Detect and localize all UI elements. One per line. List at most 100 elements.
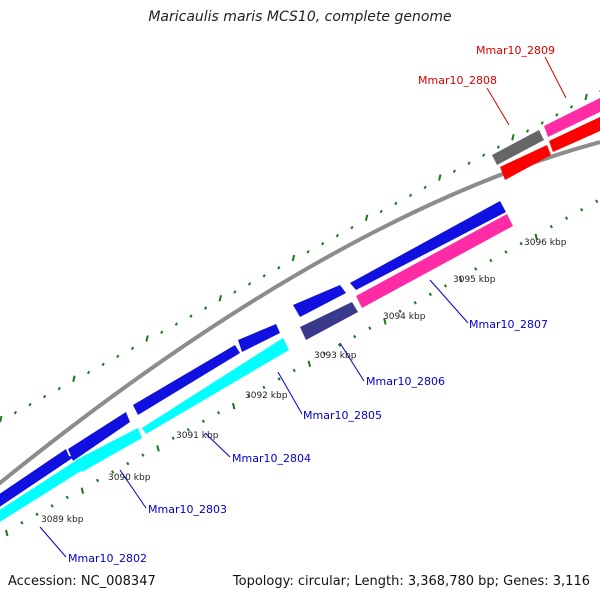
scale-tick	[216, 411, 221, 415]
outer-tick	[72, 375, 76, 382]
outer-tick	[540, 121, 544, 125]
cds-arrow-red-1[interactable]	[500, 145, 551, 180]
cds-arrow-red-2[interactable]	[549, 117, 600, 152]
gene-label-2809[interactable]: Mmar10_2809	[476, 44, 555, 57]
gene-label-2804[interactable]: Mmar10_2804	[232, 452, 311, 465]
cds-arrow-blue-3[interactable]	[133, 345, 240, 415]
scale-tick	[458, 275, 463, 283]
leader-2805	[277, 371, 303, 415]
scale-label-3092: 3092 kbp	[245, 391, 288, 401]
scale-tick	[186, 427, 190, 432]
gene-label-2805[interactable]: Mmar10_2805	[303, 409, 382, 422]
gene-label-2803[interactable]: Mmar10_2803	[148, 503, 227, 516]
outer-tick	[438, 174, 442, 181]
feature-track	[0, 98, 600, 525]
cds-arrow-blue-2[interactable]	[68, 412, 130, 461]
scale-tick	[443, 284, 448, 288]
scale-tick	[383, 318, 387, 325]
leader-2806	[339, 342, 365, 382]
scale-label-3094: 3094 kbp	[383, 312, 426, 322]
scale-label-3090: 3090 kbp	[108, 473, 151, 483]
outer-tick	[555, 113, 559, 117]
outer-tick	[364, 214, 369, 222]
outer-tick	[321, 241, 325, 246]
outer-tick	[511, 134, 515, 141]
scale-tick	[428, 292, 432, 297]
outer-tick	[0, 415, 3, 423]
scale-tick	[580, 207, 584, 212]
scale-label-3089: 3089 kbp	[41, 515, 84, 525]
cds-arrow-cyan-1[interactable]	[0, 458, 84, 525]
outer-tick	[584, 93, 588, 101]
outer-tick	[101, 362, 105, 367]
outer-tick	[160, 330, 164, 334]
outer-tick-ring	[0, 90, 600, 423]
scale-tick	[126, 461, 130, 466]
leader-2804	[204, 432, 231, 458]
cds-arrow-gray-1[interactable]	[492, 130, 544, 165]
scale-tick	[35, 512, 39, 517]
leader-2807	[429, 279, 469, 324]
topology-summary: Topology: circular; Length: 3,368,780 bp…	[232, 574, 590, 589]
outer-tick	[277, 266, 281, 270]
scale-tick	[504, 250, 508, 254]
outer-tick	[452, 169, 457, 174]
scale-tick	[95, 478, 100, 483]
gene-labels: Mmar10_2802 Mmar10_2803 Mmar10_2804 Mmar…	[68, 44, 555, 565]
outer-tick	[408, 193, 413, 198]
scale-tick	[519, 241, 523, 246]
scale-tick	[322, 351, 327, 356]
scale-labels: 3089 kbp 3090 kbp 3091 kbp 3092 kbp 3093…	[41, 238, 567, 525]
outer-tick	[116, 354, 120, 359]
cds-arrow-blue-1[interactable]	[0, 449, 74, 510]
outer-tick	[335, 233, 339, 238]
scale-label-3091: 3091 kbp	[176, 431, 219, 441]
scale-tick	[171, 436, 175, 440]
outer-tick	[86, 370, 91, 375]
outer-tick	[394, 201, 398, 206]
gene-label-2806[interactable]: Mmar10_2806	[366, 375, 445, 388]
gene-label-2802[interactable]: Mmar10_2802	[68, 552, 147, 565]
scale-tick	[231, 402, 236, 410]
outer-tick	[13, 410, 17, 415]
scale-tick	[337, 343, 342, 347]
scale-tick	[201, 419, 206, 424]
gene-label-2808[interactable]: Mmar10_2808	[418, 74, 497, 87]
outer-tick	[57, 386, 61, 391]
outer-tick	[130, 346, 135, 351]
scale-tick	[398, 309, 402, 314]
outer-tick	[262, 274, 266, 278]
cds-arrow-pink-2[interactable]	[544, 98, 600, 137]
outer-tick	[569, 105, 574, 109]
outer-tick	[189, 314, 193, 318]
outer-tick	[482, 153, 486, 157]
outer-tick	[145, 335, 149, 342]
cds-arrow-blue-5[interactable]	[293, 285, 346, 317]
scale-tick	[156, 445, 160, 452]
outer-tick	[423, 185, 427, 190]
cds-arrow-dark-1[interactable]	[300, 302, 358, 340]
cds-arrow-blue-6[interactable]	[350, 201, 506, 290]
scale-tick	[353, 334, 357, 339]
scale-label-3095: 3095 kbp	[453, 275, 496, 285]
gene-label-2807[interactable]: Mmar10_2807	[469, 318, 548, 331]
outer-tick	[174, 322, 178, 326]
leader-2802	[39, 526, 67, 558]
cds-arrow-blue-4[interactable]	[238, 324, 280, 352]
accession-text: Accession: NC_008347	[8, 574, 156, 589]
leader-2803	[119, 469, 147, 509]
outer-tick	[496, 145, 500, 149]
cds-arrow-cyan-3[interactable]	[142, 338, 289, 434]
scale-tick	[564, 216, 569, 220]
scale-tick	[595, 199, 599, 204]
cds-arrow-cyan-2[interactable]	[76, 428, 142, 472]
scale-tick	[247, 394, 251, 398]
scale-tick	[5, 529, 9, 537]
scale-tick	[549, 224, 553, 229]
scale-tick	[474, 267, 478, 271]
outer-tick	[218, 295, 222, 302]
scale-tick	[262, 385, 266, 390]
outer-tick	[350, 225, 354, 230]
cds-arrow-pink-1[interactable]	[356, 214, 513, 308]
